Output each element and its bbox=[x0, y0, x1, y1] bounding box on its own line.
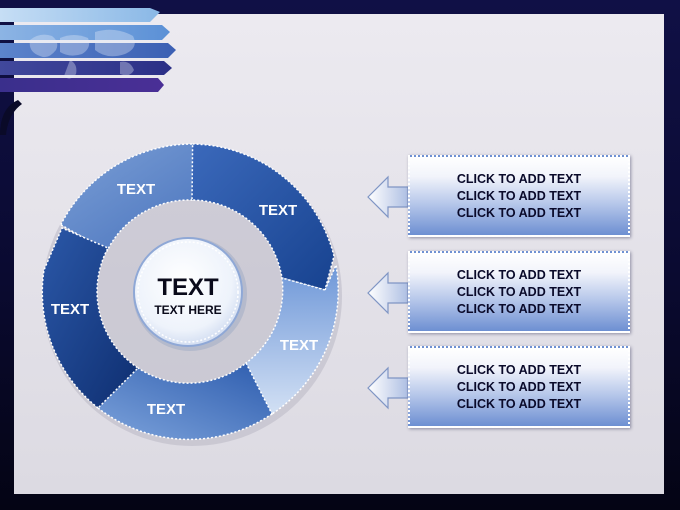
callout-box-1[interactable]: CLICK TO ADD TEXT CLICK TO ADD TEXT CLIC… bbox=[408, 155, 630, 237]
callout-3-line-2: CLICK TO ADD TEXT bbox=[456, 379, 582, 394]
cycle-center-circle bbox=[133, 237, 243, 347]
cycle-center-title: TEXT bbox=[157, 274, 219, 301]
callout-3-line-1: CLICK TO ADD TEXT bbox=[456, 362, 582, 377]
callout-1-line-3: CLICK TO ADD TEXT bbox=[456, 205, 582, 220]
cycle-segment-1 bbox=[59, 143, 226, 253]
callout-box-2[interactable]: CLICK TO ADD TEXT CLICK TO ADD TEXT CLIC… bbox=[408, 251, 630, 333]
callout-2-arrow-icon bbox=[367, 271, 409, 315]
callout-2-line-3: CLICK TO ADD TEXT bbox=[456, 301, 582, 316]
callout-3-line-3: CLICK TO ADD TEXT bbox=[456, 396, 582, 411]
cycle-segment-3 bbox=[235, 262, 339, 415]
callout-box-3[interactable]: CLICK TO ADD TEXT CLICK TO ADD TEXT CLIC… bbox=[408, 346, 630, 428]
cycle-segment-2-label: TEXT bbox=[259, 202, 297, 219]
callout-1-line-1: CLICK TO ADD TEXT bbox=[456, 171, 582, 186]
callout-3-arrow-icon bbox=[367, 366, 409, 410]
ribbon-banner-decoration bbox=[0, 8, 176, 135]
cycle-segment-5-label: TEXT bbox=[51, 301, 89, 318]
callout-2-line-1: CLICK TO ADD TEXT bbox=[456, 267, 582, 282]
cycle-segment-3-label: TEXT bbox=[280, 337, 318, 354]
cycle-segment-2 bbox=[191, 143, 335, 291]
cycle-segment-1-label: TEXT bbox=[117, 181, 155, 198]
callout-2-line-2: CLICK TO ADD TEXT bbox=[456, 284, 582, 299]
callout-1-line-2: CLICK TO ADD TEXT bbox=[456, 188, 582, 203]
cycle-segment-4-label: TEXT bbox=[147, 401, 185, 418]
cycle-segment-4 bbox=[91, 361, 273, 441]
cycle-segment-5 bbox=[41, 227, 140, 410]
callout-1-arrow-icon bbox=[367, 175, 409, 219]
cycle-center-subtitle: TEXT HERE bbox=[154, 303, 221, 317]
